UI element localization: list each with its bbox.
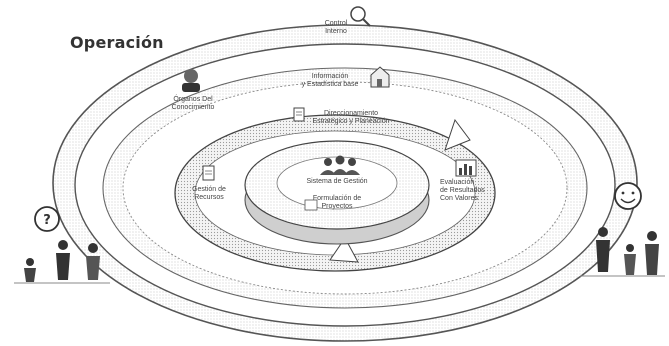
label-gestion-recursos: Gestión de Recursos [192, 186, 226, 201]
label-informacion-estadistica: Información y Estadística base [301, 73, 359, 88]
group-icon [320, 155, 360, 175]
question-icon: ? [34, 206, 60, 232]
label-sistema-gestion: Sistema de Gestión [306, 178, 368, 185]
label-direccionamiento: Direccionamiento Estratégico y Planeació… [312, 110, 390, 125]
svg-text:?: ? [43, 213, 51, 228]
label-formulacion: Formulación de Proyectos [312, 195, 362, 210]
diagram-title: Operación [70, 33, 164, 52]
smiley-icon [614, 182, 642, 210]
document-icon [202, 165, 215, 181]
bar-chart-icon [304, 199, 318, 211]
magnifier-icon [350, 6, 371, 27]
label-evaluacion-resultados: Evaluación de Resultados Con Valores [440, 179, 485, 202]
people-group-right [580, 227, 665, 277]
house-icon [370, 66, 390, 88]
label-control-interno: Control Interno [324, 20, 348, 35]
label-organos-conocimiento: Órganos Del Conocimiento [171, 96, 215, 111]
document-icon [293, 107, 305, 122]
people-group-left [14, 240, 110, 284]
person-icon [182, 69, 200, 92]
bar-chart-icon [455, 159, 477, 177]
center-disc [244, 140, 430, 245]
